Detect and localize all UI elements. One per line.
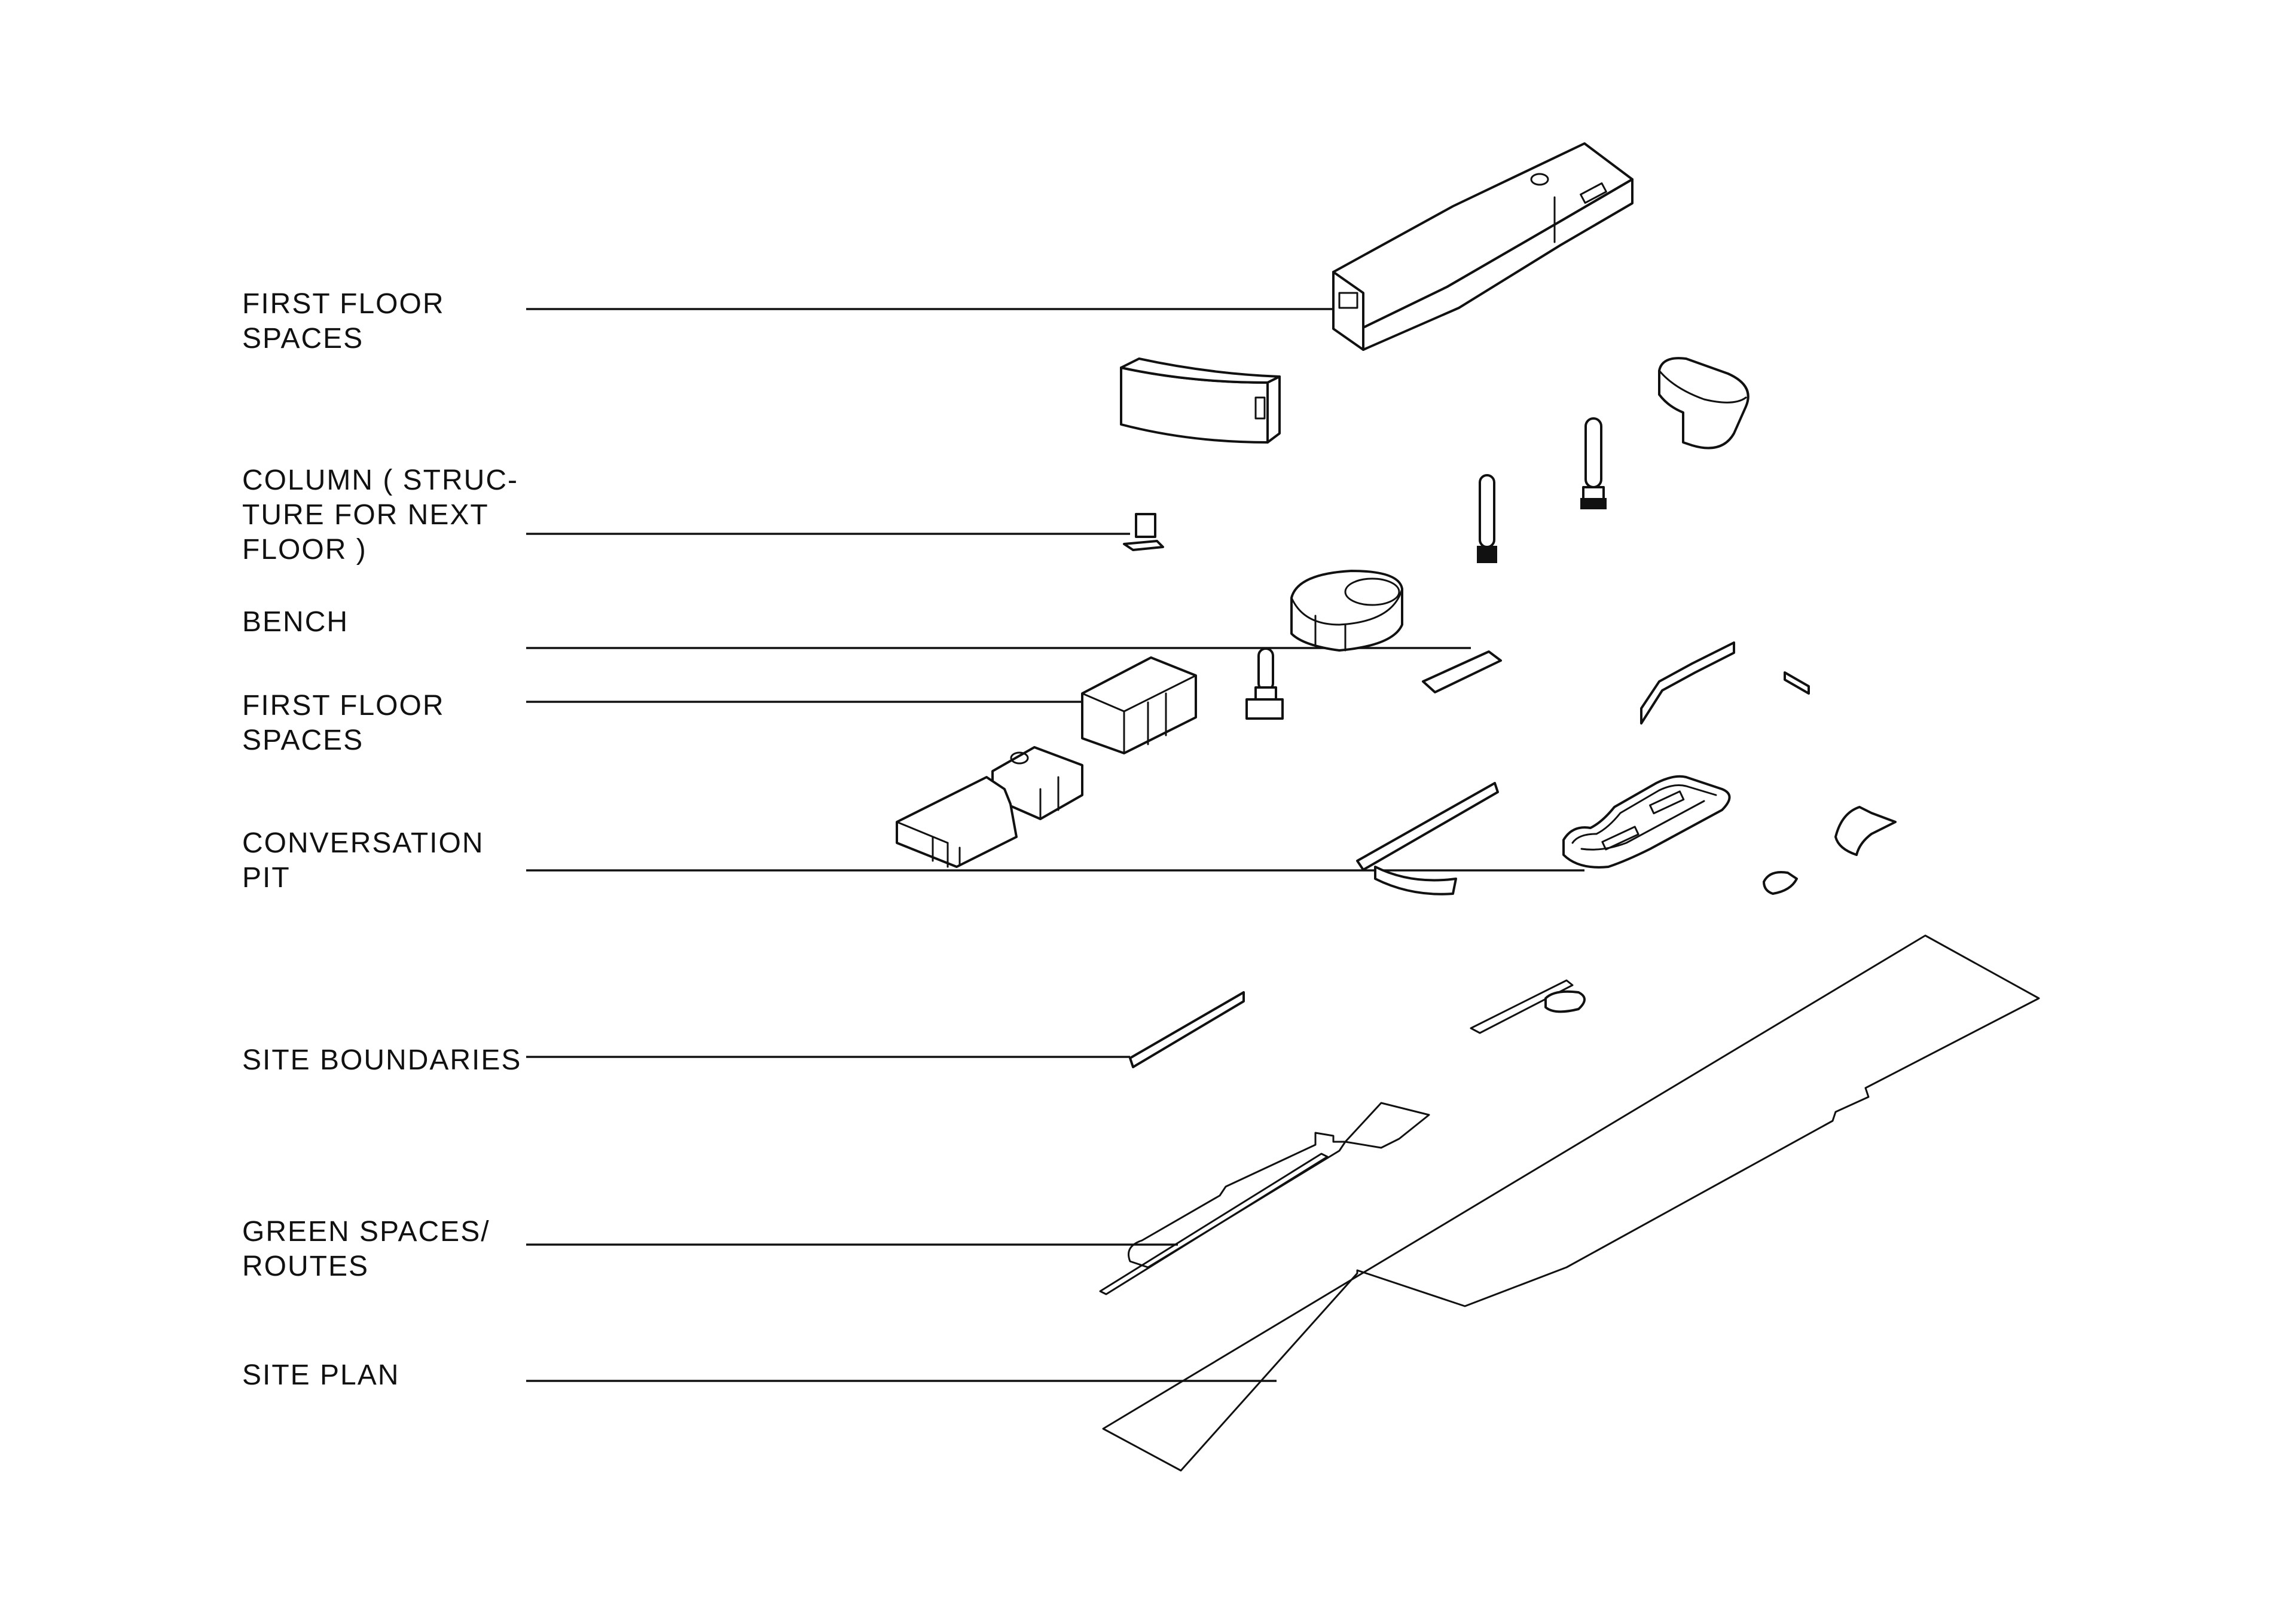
label-site-boundaries: SITE BOUNDARIES — [242, 1043, 521, 1078]
conversation-pit — [1562, 775, 1731, 869]
label-green-spaces: GREEN SPACES/ ROUTES — [242, 1215, 490, 1284]
column-small-cube — [1123, 513, 1164, 551]
boundary-outline — [1470, 979, 1574, 1034]
label-conversation-pit: CONVERSATION PIT — [242, 826, 484, 895]
label-line: FIRST FLOOR — [242, 288, 445, 320]
label-bench: BENCH — [242, 605, 349, 640]
label-first-floor-spaces-mid: FIRST FLOOR SPACES — [242, 689, 444, 758]
first-floor-block-mid — [896, 656, 1197, 868]
label-first-floor-spaces-top: FIRST FLOOR SPACES — [242, 287, 444, 356]
bench-plate — [1422, 650, 1502, 693]
label-line: GREEN SPACES/ — [242, 1216, 490, 1248]
label-line: ROUTES — [242, 1251, 370, 1282]
green-spaces — [1099, 1102, 1430, 1295]
label-column: COLUMN ( STRUC- TURE FOR NEXT FLOOR ) — [242, 463, 518, 567]
curved-boundary — [1640, 641, 1735, 725]
site-boundary-strip — [1129, 991, 1245, 1068]
label-line: COLUMN ( STRUC- — [242, 464, 518, 496]
curved-block — [1120, 357, 1281, 444]
leader-lines — [526, 308, 1584, 1382]
small-shape-2 — [1834, 806, 1897, 856]
column-tall-right — [1580, 417, 1607, 509]
label-line: FIRST FLOOR — [242, 690, 445, 722]
small-shape-1 — [1763, 871, 1798, 895]
pit-arc — [1374, 866, 1457, 895]
right-enclosure — [1658, 357, 1750, 450]
small-strip — [1784, 671, 1810, 695]
label-line: CONVERSATION — [242, 827, 484, 859]
site-plan-outline — [1102, 934, 2040, 1472]
column-mid — [1477, 474, 1497, 563]
bench-ring — [1290, 570, 1403, 652]
columns — [1123, 417, 1607, 720]
label-line: BENCH — [242, 606, 349, 638]
boundary-oval — [1544, 990, 1586, 1013]
label-line: SITE BOUNDARIES — [242, 1044, 522, 1076]
label-line: SPACES — [242, 323, 364, 354]
label-site-plan: SITE PLAN — [242, 1358, 399, 1393]
label-line: SITE PLAN — [242, 1359, 400, 1391]
pit-boundary-strip — [1356, 782, 1499, 871]
label-line: TURE FOR NEXT — [242, 499, 489, 531]
label-line: PIT — [242, 862, 291, 894]
first-floor-block-top — [1332, 142, 1634, 351]
column-left — [1245, 647, 1284, 720]
label-line: SPACES — [242, 725, 364, 756]
label-line: FLOOR ) — [242, 534, 367, 566]
